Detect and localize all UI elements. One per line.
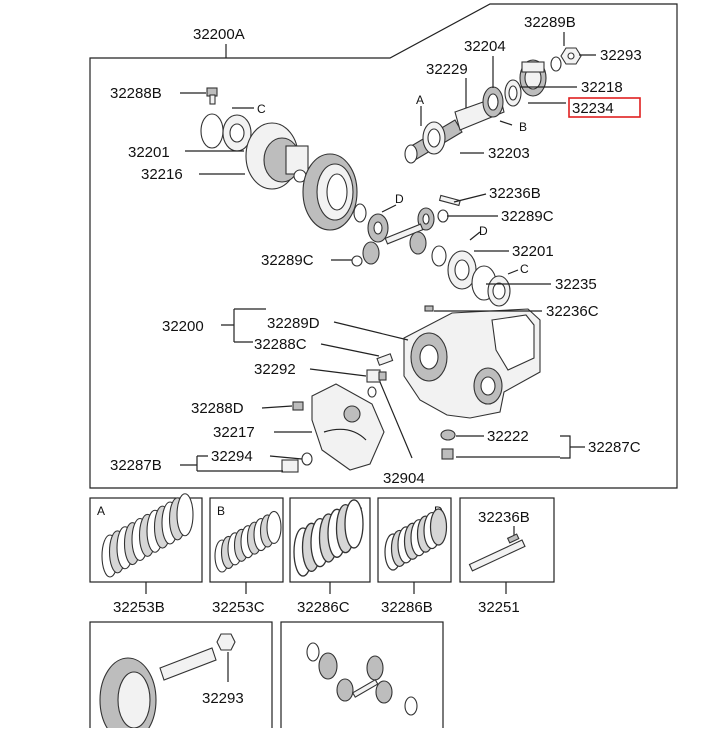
drain-plug-32294 [281,452,313,473]
part-label-32293-top[interactable]: 32293 [600,47,642,64]
leader-lines [180,32,596,472]
bearing-race-left [200,113,252,152]
pinion-mate-gear-upper [367,213,389,243]
kit-code-32253B[interactable]: 32253B [113,599,165,616]
part-label-32200[interactable]: 32200 [162,318,204,335]
side-gear-lower [362,231,427,265]
part-label-32218[interactable]: 32218 [581,79,623,96]
pinion-mate-shaft [384,223,424,245]
part-label-32288B[interactable]: 32288B [110,85,162,102]
part-label-32216[interactable]: 32216 [141,166,183,183]
part-label-32287B[interactable]: 32287B [110,457,162,474]
part-label-32222[interactable]: 32222 [487,428,529,445]
part-label-32234[interactable]: 32234 [572,100,614,117]
shim-stack-b-icon [214,510,282,573]
differential-case-32216 [245,122,309,190]
bottom-box-label-32293[interactable]: 32293 [202,690,244,707]
bottom-box-diff-gear-set[interactable] [280,621,444,733]
shim-ring [176,493,194,537]
shim-ring [429,508,448,546]
kit-code-32251[interactable]: 32251 [478,599,520,616]
part-label-32201-left[interactable]: 32201 [128,144,170,161]
differential-gear-set-icon [306,642,418,716]
shim-stack-a-icon [101,493,194,578]
shim-ring [266,510,282,544]
pinion-shaft-32236B [438,194,461,207]
part-label-32288C[interactable]: 32288C [254,336,307,353]
ref-letter-d-main-mid: D [479,224,488,238]
part-label-32904[interactable]: 32904 [383,470,425,487]
shim-stack-c-icon [293,499,364,577]
ref-letter-a-main: A [416,93,424,107]
ring-pinion-gear-set-icon [99,633,236,733]
kit-code-32286C[interactable]: 32286C [297,599,350,616]
part-label-32203[interactable]: 32203 [488,145,530,162]
highlight-box-32234 [568,97,641,118]
kit-inner-label-32236B: 32236B [478,509,530,526]
nut-32222 [440,429,456,441]
spacer-32218 [504,79,522,107]
part-label-32287C[interactable]: 32287C [588,439,641,456]
nut-32293 [560,47,582,65]
part-label-32235[interactable]: 32235 [555,276,597,293]
shim-stack-d-icon [384,508,448,571]
bearing-32204 [482,86,504,118]
ref-letter-c-main-top: C [257,102,266,116]
pinion-mate-gear-right [417,207,435,231]
side-gear-thrust-washer-d [353,203,367,223]
part-label-32294[interactable]: 32294 [211,448,253,465]
assembly-frame [89,3,678,489]
kit-box-b[interactable]: B [209,497,284,583]
washer-32289B [550,56,562,72]
part-label-32236C[interactable]: 32236C [546,303,599,320]
part-label-32217[interactable]: 32217 [213,424,255,441]
part-label-32289C-left[interactable]: 32289C [261,252,314,269]
bolt-32288B [206,87,218,105]
part-label-32289D[interactable]: 32289D [267,315,320,332]
bottom-box-ring-pinion-set[interactable]: 32293 [89,621,273,733]
kit-box-pin[interactable]: 32236B [459,497,555,583]
shim-ring [344,499,364,549]
kit-code-32253C[interactable]: 32253C [212,599,265,616]
bolt-32288C [376,353,394,366]
part-label-32289B-top[interactable]: 32289B [524,14,576,31]
cover-32217 [311,383,385,471]
part-label-32204[interactable]: 32204 [464,38,506,55]
carrier-housing [403,308,541,419]
part-label-32229[interactable]: 32229 [426,61,468,78]
kit-box-c[interactable]: C [289,497,371,583]
washer-32289C-left [351,255,363,267]
pinion-bearing-a [422,121,446,155]
ref-letter-b-main: B [519,120,527,134]
kit-letter-b: B [217,504,225,518]
part-label-32292[interactable]: 32292 [254,361,296,378]
kit-box-d[interactable]: D [377,497,452,583]
plug-32292 [366,369,387,383]
part-label-32288D[interactable]: 32288D [191,400,244,417]
part-label-32289C-right[interactable]: 32289C [501,208,554,225]
thrust-washer-d-lower [431,245,447,267]
ref-letter-c-main-mid: C [520,262,529,276]
bearing-cup-32235 [471,265,511,307]
pin-32236C [424,305,434,312]
assembly-label[interactable]: 32200A [193,26,245,43]
part-label-32236B[interactable]: 32236B [489,185,541,202]
gasket-32904 [367,386,377,398]
ring-gear-32203 [302,153,358,231]
part-label-32201-mid[interactable]: 32201 [512,243,554,260]
kit-box-a[interactable]: A [89,493,203,583]
bolt-32287C [441,448,454,460]
bolt-32288D [292,401,304,411]
kit-letter-a: A [97,504,105,518]
ref-letter-d-main-top: D [395,192,404,206]
washer-32289C-right [437,209,449,223]
companion-flange-32234 [519,59,547,97]
kit-code-32286B[interactable]: 32286B [381,599,433,616]
pinion-shaft-pin-icon [468,533,526,572]
